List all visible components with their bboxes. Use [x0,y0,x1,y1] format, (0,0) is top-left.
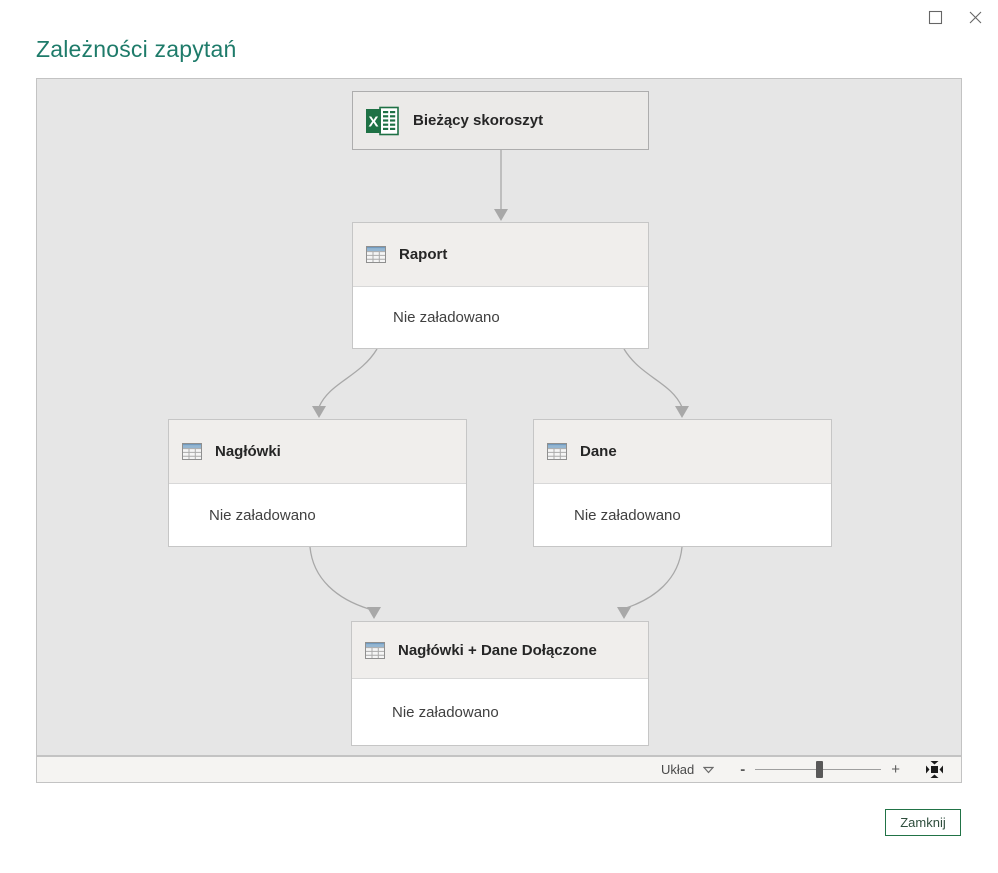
zoom-slider[interactable] [755,761,881,778]
fit-to-screen-button[interactable] [926,761,943,778]
window-close-button[interactable] [966,8,984,26]
svg-text:X: X [368,113,378,130]
page-title: Zależności zapytań [36,36,236,63]
table-icon [365,642,385,659]
query-node-label: Nagłówki + Dane Dołączone [398,642,597,659]
fit-to-screen-icon [926,761,943,778]
table-icon [366,246,386,263]
table-icon [547,443,567,460]
query-node-status: Nie załadowano [392,704,499,721]
query-node-workbook[interactable]: X Bieżący skoroszyt [352,91,649,150]
table-icon [182,443,202,460]
chevron-down-icon [703,766,714,774]
excel-workbook-icon: X [366,106,400,136]
layout-dropdown[interactable]: Układ [661,762,714,777]
query-node-dane[interactable]: Dane Nie załadowano [533,419,832,547]
query-node-label: Dane [580,443,617,460]
zoom-in-button[interactable]: + [891,762,900,777]
query-node-label: Raport [399,246,447,263]
query-node-status: Nie załadowano [393,309,500,326]
diagram-toolbar: Układ - + [36,756,962,783]
zoom-slider-handle[interactable] [816,761,823,778]
dependency-canvas[interactable]: X Bieżący skoroszyt Raport Nie załadowan… [36,78,962,756]
close-icon [968,10,983,25]
layout-dropdown-label: Układ [661,762,694,777]
maximize-icon [928,10,943,25]
query-node-naglowki[interactable]: Nagłówki Nie załadowano [168,419,467,547]
query-node-joined[interactable]: Nagłówki + Dane Dołączone Nie załadowano [351,621,649,746]
zoom-out-button[interactable]: - [740,762,745,777]
query-node-status: Nie załadowano [209,507,316,524]
query-node-label: Nagłówki [215,443,281,460]
query-node-status: Nie załadowano [574,507,681,524]
query-node-label: Bieżący skoroszyt [413,112,543,129]
window-controls [926,8,984,26]
close-dialog-button[interactable]: Zamknij [885,809,961,836]
window-maximize-button[interactable] [926,8,944,26]
query-node-raport[interactable]: Raport Nie załadowano [352,222,649,349]
